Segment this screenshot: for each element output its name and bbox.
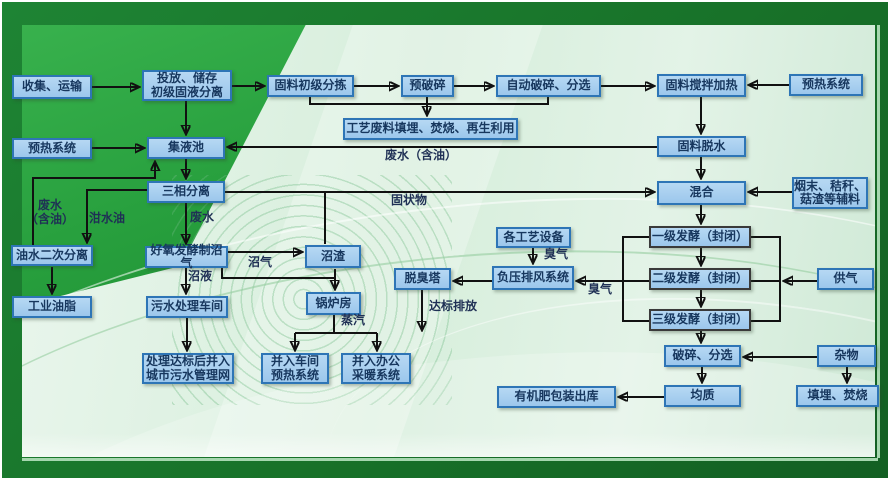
node-preheat-right: 预热系统 — [789, 74, 863, 96]
node-deodorization-tower: 脱臭塔 — [394, 268, 451, 290]
node-crush-sort: 破碎、分选 — [664, 345, 741, 367]
edge-label-wastewater: 废水 — [190, 210, 215, 224]
edge-label-discharge: 达标排放 — [429, 299, 478, 313]
node-fermentation-stage2: 二级发酵（封闭） — [649, 268, 751, 290]
edge-label-solid-matter: 固状物 — [391, 193, 428, 207]
node-oil-water-separation: 油水二次分离 — [11, 245, 93, 266]
node-city-sewage-network: 处理达标后并入 城市污水管理网 — [142, 353, 234, 384]
node-mixing-heating: 固料搅拌加热 — [657, 74, 746, 97]
edge-aerobic-to-boiler — [221, 268, 335, 289]
node-liquid-pool: 集液池 — [147, 137, 225, 159]
node-solid-dewater: 固料脱水 — [657, 136, 746, 157]
edge-gas-bus — [751, 236, 781, 322]
node-landfill-burn: 填埋、焚烧 — [796, 385, 879, 407]
edge-label-swill-oil: 泔水油 — [89, 211, 126, 225]
node-mixing: 混合 — [657, 181, 746, 205]
edge-label-biogas-slurry: 沼液 — [188, 269, 213, 283]
node-aerobic-fermentation: 好氧发酵制沼气 — [145, 243, 228, 270]
edge-label-steam: 蒸汽 — [341, 313, 366, 327]
node-fermentation-stage3: 三级发酵（封闭） — [649, 309, 751, 331]
edge-label-odor-b: 臭气 — [588, 282, 613, 296]
node-exhaust-system: 负压排风系统 — [492, 266, 574, 290]
node-sewage-workshop: 污水处理车间 — [146, 296, 228, 318]
edge-odor-bus — [622, 236, 649, 322]
node-pre-crushing: 预破碎 — [401, 75, 454, 97]
node-gas-supply: 供气 — [817, 268, 874, 290]
node-collect-transport: 收集、运输 — [12, 75, 92, 99]
edge-sorting-bypass-rail — [309, 97, 549, 105]
node-auxiliary-materials: 烟末、秸秆、 菇渣等辅料 — [792, 177, 868, 209]
node-biogas-residue: 沼渣 — [305, 245, 361, 268]
node-fermentation-stage1: 一级发酵（封闭） — [649, 226, 751, 248]
node-industrial-grease: 工业油脂 — [12, 296, 92, 318]
edge-label-wastewater-oil-left: 废水 （含油） — [25, 198, 74, 226]
node-process-equipment: 各工艺设备 — [496, 227, 571, 248]
node-sundries: 杂物 — [817, 345, 876, 367]
node-feed-store: 投放、储存 初级固液分离 — [142, 70, 232, 101]
node-homogenize: 均质 — [664, 385, 741, 407]
edge-label-biogas: 沼气 — [248, 255, 273, 269]
node-fertilizer-packaging: 有机肥包装出库 — [497, 386, 616, 408]
node-process-waste: 工艺废料填埋、焚烧、再生利用 — [343, 118, 518, 140]
node-boiler-room: 锅炉房 — [306, 292, 361, 315]
edge-label-wastewater-oil-top: 废水（含油） — [385, 148, 458, 162]
node-office-heating: 并入办公 采暖系统 — [341, 353, 411, 384]
node-auto-crushing: 自动破碎、分选 — [496, 75, 601, 97]
node-preheat-left: 预热系统 — [12, 138, 92, 159]
node-primary-sorting: 固料初级分拣 — [267, 75, 354, 97]
node-three-phase: 三相分离 — [147, 181, 225, 203]
edge-label-odor-a: 臭气 — [544, 247, 569, 261]
node-workshop-preheat: 并入车间 预热系统 — [261, 353, 329, 384]
